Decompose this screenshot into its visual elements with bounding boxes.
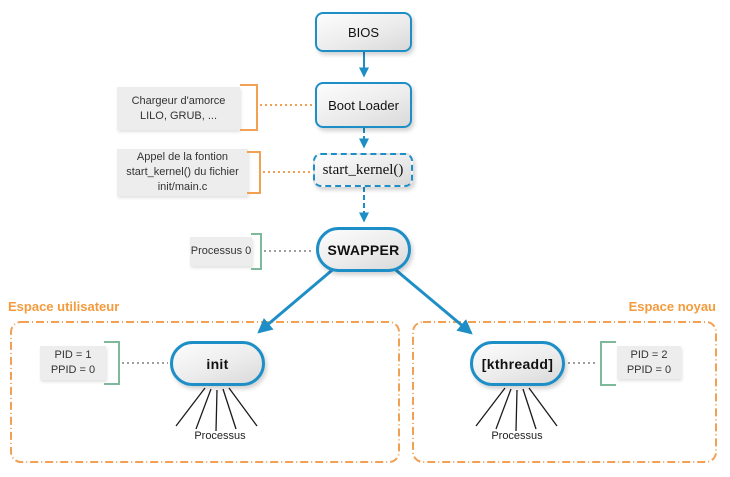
- kernel-space-region-border: [412, 321, 717, 463]
- kernel-space-region-label: Espace noyau: [628, 299, 716, 314]
- annotation-swapper: Processus 0: [190, 237, 252, 266]
- bracket-kthreadd-pid: [600, 341, 616, 386]
- kthreadd-processus-label: Processus: [491, 430, 543, 442]
- bracket-swapper: [251, 233, 262, 270]
- annotation-kthreadd-pid: PID = 2 PPID = 0: [617, 346, 681, 379]
- annotation-start-kernel: Appel de la fontion start_kernel() du fi…: [117, 149, 248, 196]
- node-boot-loader: Boot Loader: [315, 82, 412, 128]
- bracket-init-pid: [104, 341, 120, 385]
- node-start-kernel: start_kernel(): [313, 153, 413, 187]
- bracket-boot-loader: [240, 84, 258, 131]
- node-kthreadd: [kthreadd]: [470, 341, 565, 386]
- arrow-swapper-to-init: [257, 264, 338, 334]
- node-bios: BIOS: [315, 12, 412, 52]
- user-space-region-border: [10, 321, 400, 463]
- arrow-swapper-to-kthreadd: [390, 264, 473, 335]
- node-swapper: SWAPPER: [316, 227, 411, 272]
- user-space-region-label: Espace utilisateur: [8, 299, 120, 314]
- kthreadd-process-fan: [475, 387, 558, 432]
- node-init: init: [170, 341, 265, 386]
- bracket-start-kernel: [247, 151, 261, 194]
- annotation-init-pid: PID = 1 PPID = 0: [40, 346, 106, 380]
- init-processus-label: Processus: [194, 430, 246, 442]
- init-process-fan: [175, 387, 258, 432]
- annotation-boot-loader: Chargeur d'amorce LILO, GRUB, ...: [117, 87, 240, 130]
